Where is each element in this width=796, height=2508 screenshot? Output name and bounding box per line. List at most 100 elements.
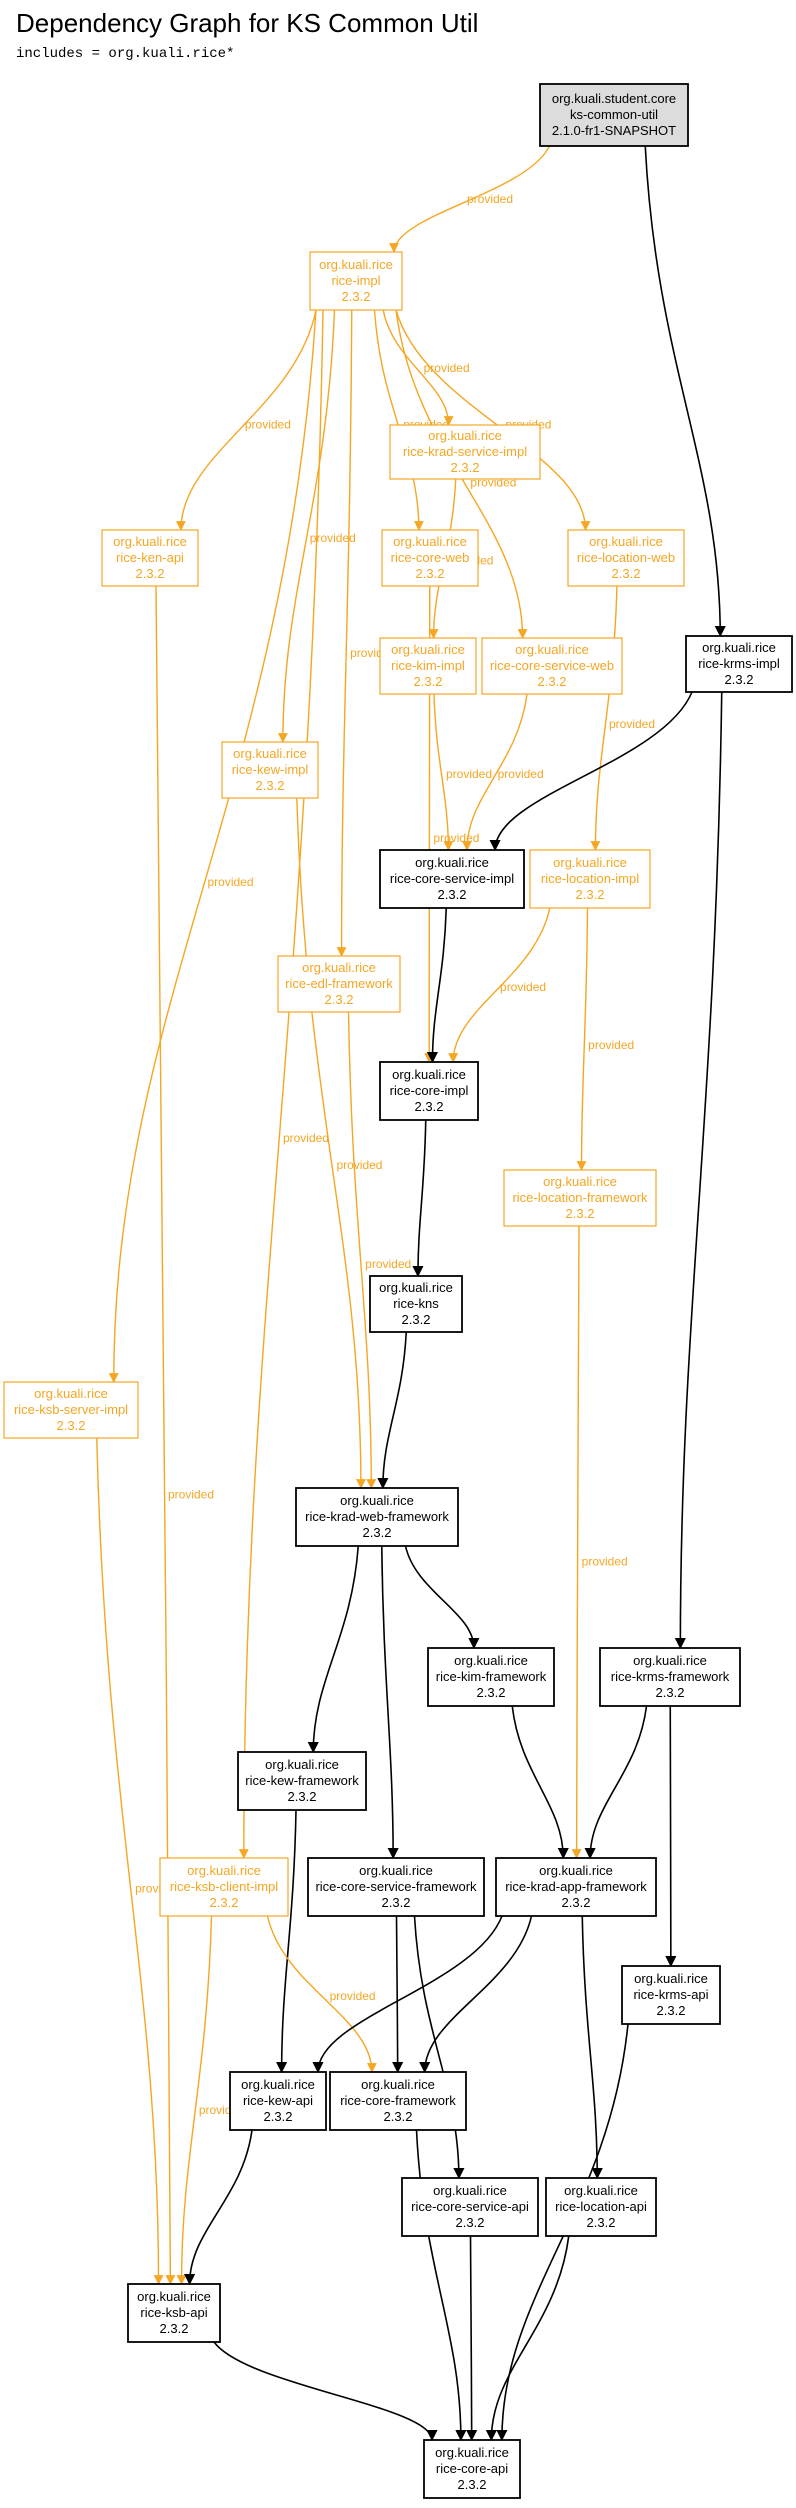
node-group-id: org.kuali.rice bbox=[340, 1493, 414, 1508]
edge-line bbox=[382, 309, 454, 426]
node-group-id: org.kuali.student.core bbox=[552, 91, 676, 106]
node-group-id: org.kuali.rice bbox=[553, 855, 627, 870]
edge-line bbox=[665, 1705, 677, 1968]
edge-label: provided bbox=[424, 361, 470, 375]
node-version: 2.3.2 bbox=[382, 1895, 411, 1910]
node-group-id: org.kuali.rice bbox=[428, 428, 502, 443]
edge-line bbox=[389, 145, 551, 253]
node-group-id: org.kuali.rice bbox=[392, 1067, 466, 1082]
dependency-edge bbox=[404, 1545, 480, 1650]
node-rice-core-service-impl[interactable]: org.kuali.ricerice-core-service-impl2.3.… bbox=[379, 849, 525, 909]
dependency-edge bbox=[511, 1705, 569, 1860]
dependency-edge bbox=[213, 2341, 438, 2442]
node-rice-krad-service-impl[interactable]: org.kuali.ricerice-krad-service-impl2.3.… bbox=[389, 424, 541, 480]
node-box bbox=[309, 251, 403, 311]
graph-filter-subtitle: includes = org.kuali.rice* bbox=[16, 46, 235, 62]
node-rice-krad-app-framework[interactable]: org.kuali.ricerice-krad-app-framework2.3… bbox=[495, 1857, 657, 1917]
node-artifact-id: rice-krms-framework bbox=[611, 1669, 730, 1684]
node-group-id: org.kuali.rice bbox=[564, 2183, 638, 2198]
node-group-id: org.kuali.rice bbox=[515, 642, 589, 657]
node-group-id: org.kuali.rice bbox=[187, 1863, 261, 1878]
node-artifact-id: rice-ksb-client-impl bbox=[170, 1879, 278, 1894]
node-version: 2.3.2 bbox=[438, 887, 467, 902]
edge-line bbox=[448, 907, 551, 1063]
node-box bbox=[539, 83, 689, 147]
edge-label: provided bbox=[500, 980, 546, 994]
node-rice-krad-web-framework[interactable]: org.kuali.ricerice-krad-web-framework2.3… bbox=[295, 1487, 459, 1547]
edge-line bbox=[238, 309, 324, 1859]
edge-label: provided bbox=[207, 875, 253, 889]
edge-line bbox=[307, 1545, 360, 1754]
node-group-id: org.kuali.rice bbox=[539, 1863, 613, 1878]
nodes-layer: org.kuali.student.coreks-common-util2.1.… bbox=[3, 83, 793, 2499]
node-group-id: org.kuali.rice bbox=[34, 1386, 108, 1401]
node-artifact-id: rice-core-service-web bbox=[490, 658, 614, 673]
node-artifact-id: rice-ksb-server-impl bbox=[14, 1402, 128, 1417]
node-artifact-id: rice-location-impl bbox=[541, 871, 639, 886]
dependency-edge bbox=[312, 1915, 503, 2074]
dependency-edge bbox=[184, 2129, 253, 2286]
page-title: Dependency Graph for KS Common Util bbox=[16, 8, 479, 38]
edge-line bbox=[336, 309, 353, 957]
edge-line bbox=[108, 309, 317, 1383]
dependency-edge: provided bbox=[389, 145, 551, 253]
edge-line bbox=[347, 1011, 377, 1489]
node-version: 2.1.0-fr1-SNAPSHOT bbox=[552, 123, 676, 138]
node-box bbox=[621, 1965, 721, 2025]
node-version: 2.3.2 bbox=[587, 2215, 616, 2230]
node-box bbox=[379, 637, 477, 695]
node-group-id: org.kuali.rice bbox=[454, 1653, 528, 1668]
node-artifact-id: rice-location-framework bbox=[512, 1190, 648, 1205]
edge-line bbox=[581, 1915, 603, 2180]
node-artifact-id: rice-ksb-api bbox=[140, 2305, 207, 2320]
dependency-edge bbox=[413, 1915, 465, 2180]
node-artifact-id: rice-ken-api bbox=[116, 550, 184, 565]
edge-label: provided bbox=[168, 1488, 214, 1502]
edge-label: provided bbox=[609, 717, 655, 731]
edges-layer: provided provided provided provided provided… bbox=[96, 145, 726, 2442]
dependency-edge bbox=[276, 1809, 297, 2074]
dependency-edge bbox=[584, 1705, 648, 1860]
edge-label: provided bbox=[582, 1555, 628, 1569]
node-group-id: org.kuali.rice bbox=[702, 640, 776, 655]
edge-line bbox=[312, 1915, 503, 2074]
node-version: 2.3.2 bbox=[57, 1418, 86, 1433]
dependency-edge bbox=[415, 2129, 467, 2442]
node-rice-core-service-framework[interactable]: org.kuali.ricerice-core-service-framewor… bbox=[307, 1857, 485, 1917]
node-root[interactable]: org.kuali.student.coreks-common-util2.1.… bbox=[539, 83, 689, 147]
dependency-edge bbox=[412, 1119, 427, 1278]
node-rice-location-framework[interactable]: org.kuali.ricerice-location-framework2.3… bbox=[503, 1169, 657, 1227]
node-group-id: org.kuali.rice bbox=[137, 2289, 211, 2304]
node-box bbox=[295, 1487, 459, 1547]
edge-line bbox=[176, 309, 317, 531]
edge-line bbox=[404, 1545, 480, 1650]
node-group-id: org.kuali.rice bbox=[393, 534, 467, 549]
node-version: 2.3.2 bbox=[363, 1525, 392, 1540]
node-box bbox=[379, 849, 525, 909]
node-group-id: org.kuali.rice bbox=[113, 534, 187, 549]
